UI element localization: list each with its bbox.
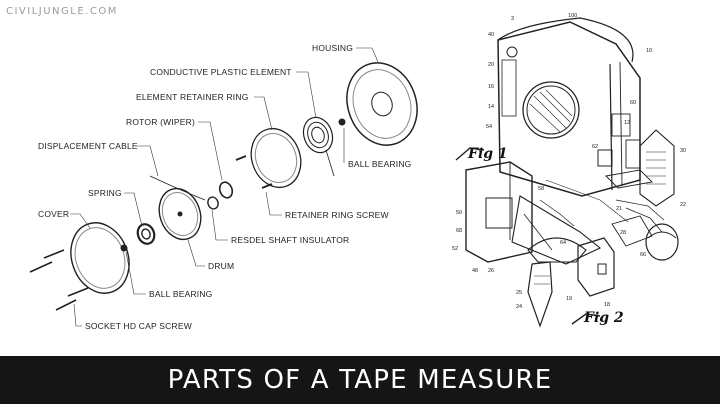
title-banner: PARTS OF A TAPE MEASURE	[0, 356, 720, 404]
patent-number: 12	[624, 120, 630, 126]
conductive-element-part	[302, 116, 335, 177]
label-resdel-shaft-insulator: RESDEL SHAFT INSULATOR	[231, 235, 349, 245]
patent-number: 14	[488, 104, 494, 110]
label-element-retainer-ring: ELEMENT RETAINER RING	[136, 92, 249, 102]
label-drum: DRUM	[208, 261, 234, 271]
label-housing: HOUSING	[312, 43, 353, 53]
patent-number: 60	[630, 100, 636, 106]
patent-number: 18	[604, 302, 610, 308]
patent-number: 3	[511, 16, 514, 22]
retainer-ring-part	[250, 127, 302, 189]
fig1-label: Fig 1	[467, 146, 508, 162]
watermark-text: CIVILJUNGLE.COM	[6, 6, 118, 17]
displacement-cable-line	[149, 175, 206, 201]
label-ball-bearing-top: BALL BEARING	[348, 159, 412, 169]
label-spring: SPRING	[88, 188, 122, 198]
patent-number: 25	[516, 290, 522, 296]
label-conductive-plastic-element: CONDUCTIVE PLASTIC ELEMENT	[150, 67, 292, 77]
patent-numerals: 3 100 10 40 20 16 14 60 62 12 30 22 54 5…	[452, 13, 686, 310]
patent-number: 54	[486, 124, 492, 130]
shaft-insulator	[207, 196, 219, 210]
patent-number: 48	[472, 268, 478, 274]
patent-number: 66	[640, 252, 646, 258]
patent-number: 58	[538, 186, 544, 192]
patent-fig2-drawing	[465, 161, 665, 328]
label-retainer-ring-screw: RETAINER RING SCREW	[285, 210, 389, 220]
tape-measure-illustration: HOUSING CONDUCTIVE PLASTIC ELEMENT ELEME…	[29, 13, 686, 331]
ball-bearing-lower	[120, 244, 128, 252]
patent-number: 40	[488, 32, 494, 38]
rotor-part	[218, 181, 234, 199]
label-cover: COVER	[38, 209, 69, 219]
patent-number: 21	[616, 206, 622, 212]
patent-number: 68	[456, 228, 462, 234]
patent-number: 52	[452, 246, 458, 252]
spring-part	[136, 223, 156, 245]
patent-number: 16	[488, 84, 494, 90]
patent-fig1-drawing	[497, 17, 679, 261]
patent-number: 100	[568, 13, 577, 19]
label-ball-bearing-bottom: BALL BEARING	[149, 289, 213, 299]
patent-number: 50	[456, 210, 462, 216]
patent-number: 28	[620, 230, 626, 236]
fig2-label: Fig 2	[583, 310, 624, 326]
label-rotor-wiper: ROTOR (WIPER)	[126, 117, 195, 127]
page-title: PARTS OF A TAPE MEASURE	[167, 365, 553, 395]
patent-number: 30	[680, 148, 686, 154]
patent-number: 10	[646, 48, 652, 54]
label-socket-hd-cap-screw: SOCKET HD CAP SCREW	[85, 321, 192, 331]
housing-part	[346, 62, 418, 146]
patent-number: 22	[680, 202, 686, 208]
patent-number: 64	[560, 240, 566, 246]
patent-number: 20	[488, 62, 494, 68]
socket-screws	[29, 249, 89, 311]
ball-bearing-upper	[338, 118, 346, 126]
patent-number: 19	[566, 296, 572, 302]
patent-number: 24	[516, 304, 522, 310]
drum-part	[158, 187, 202, 241]
patent-number: 62	[592, 144, 598, 150]
patent-number: 26	[488, 268, 494, 274]
label-displacement-cable: DISPLACEMENT CABLE	[38, 141, 138, 151]
